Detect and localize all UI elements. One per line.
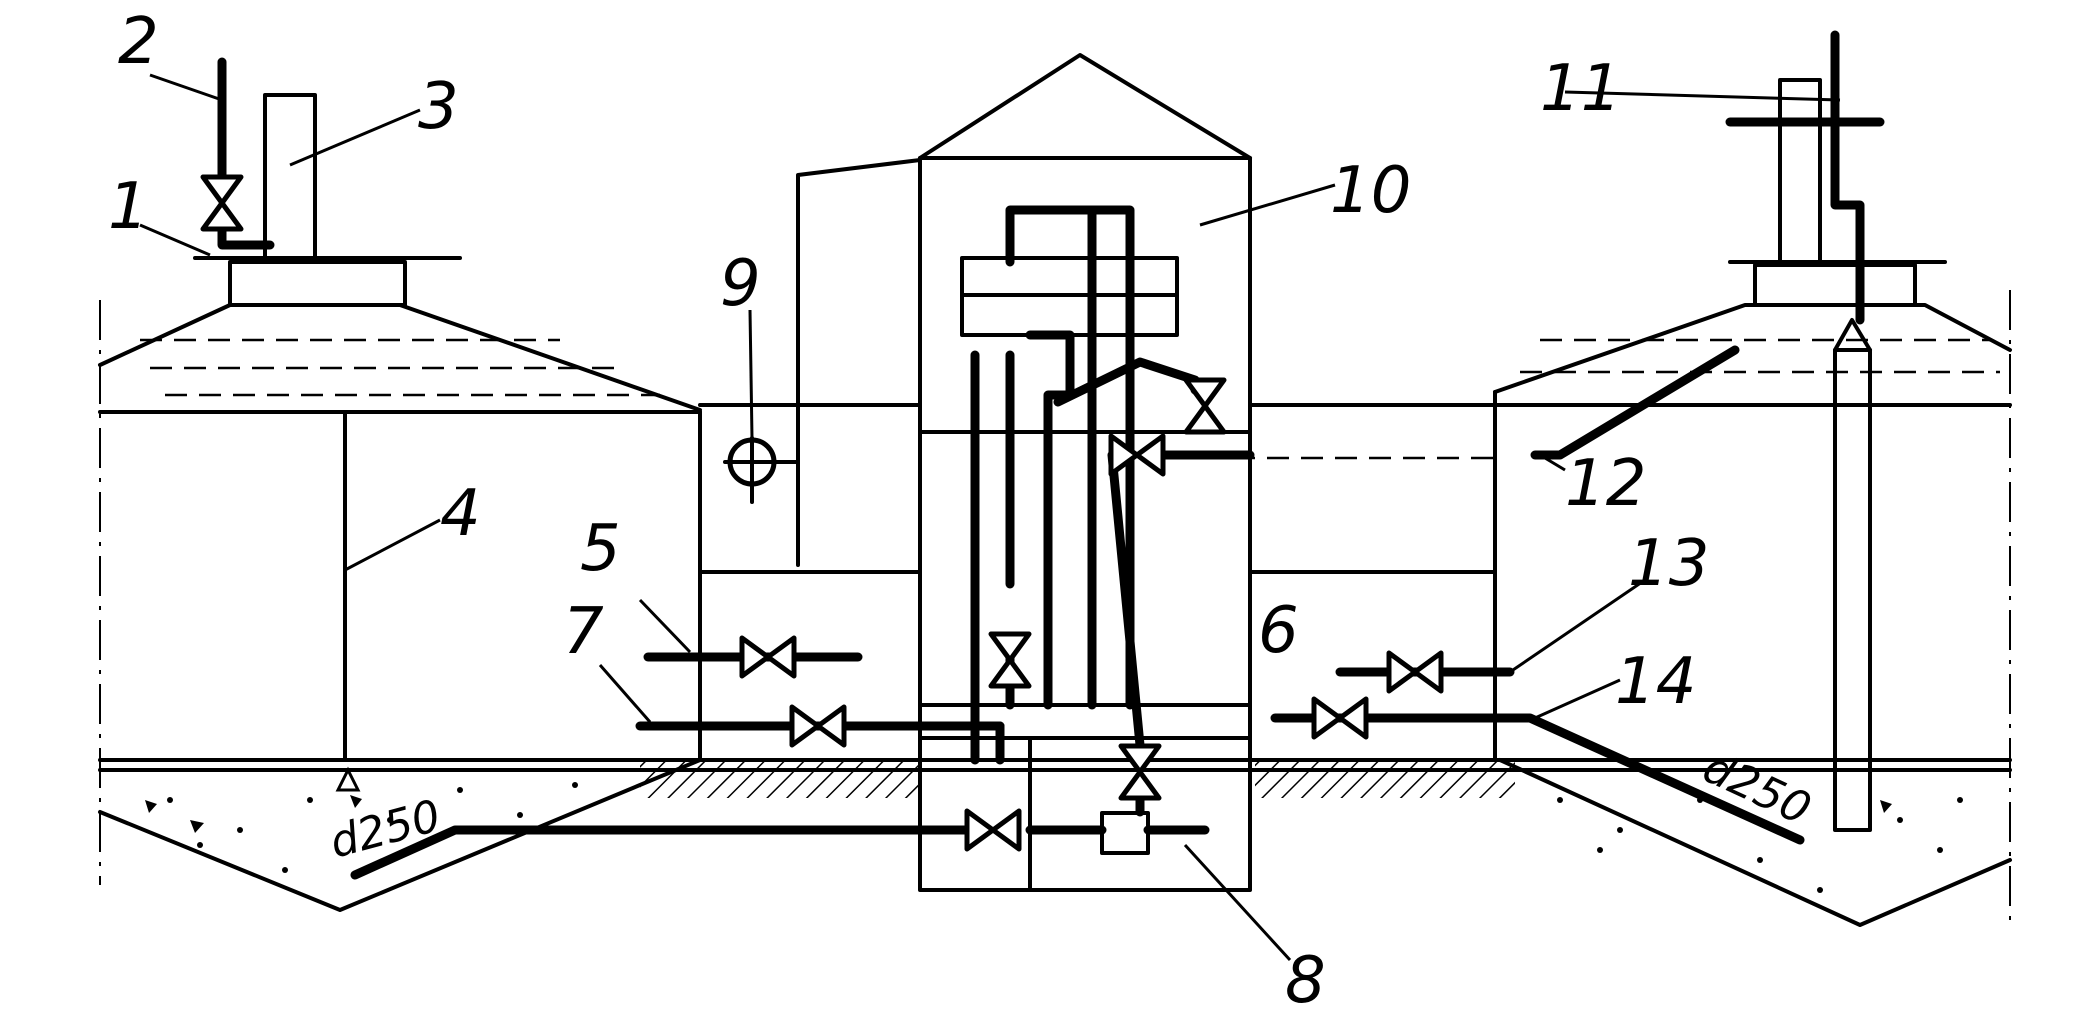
label-10: 10 [1330, 154, 1411, 228]
label-11: 11 [1540, 52, 1621, 126]
ground [98, 758, 2012, 927]
label-5: 5 [580, 512, 621, 586]
label-9: 9 [720, 247, 761, 321]
left-tank [98, 93, 702, 885]
valve-item-2 [203, 177, 241, 229]
concrete-dots [145, 782, 1963, 893]
valve-upper-right [1186, 380, 1224, 432]
label-3: 3 [418, 70, 459, 144]
valve-item-5 [742, 638, 794, 676]
valve-item-13 [1389, 653, 1441, 691]
number-labels: 2 3 1 4 5 7 9 10 6 11 12 13 14 8 [108, 5, 1709, 1018]
valve-item-14 [1314, 699, 1366, 737]
label-1: 1 [108, 170, 149, 244]
label-4: 4 [440, 477, 481, 551]
valve-central-vertical [991, 634, 1029, 686]
label-12: 12 [1565, 447, 1646, 521]
meter-icon [723, 436, 800, 504]
valve-outlet [967, 811, 1019, 849]
label-8: 8 [1285, 944, 1326, 1018]
right-tank [1493, 30, 2012, 920]
water-surface-dashes [140, 338, 660, 397]
label-2: 2 [118, 5, 159, 79]
leader-lines [139, 73, 1841, 962]
valve-item-7 [792, 707, 844, 745]
label-14: 14 [1615, 645, 1696, 719]
water-surface-dashes [1520, 338, 2000, 374]
valve-upper-center [1111, 436, 1163, 474]
label-7: 7 [563, 595, 604, 669]
label-13: 13 [1628, 527, 1709, 601]
label-6: 6 [1258, 594, 1299, 668]
valves [203, 177, 1441, 849]
